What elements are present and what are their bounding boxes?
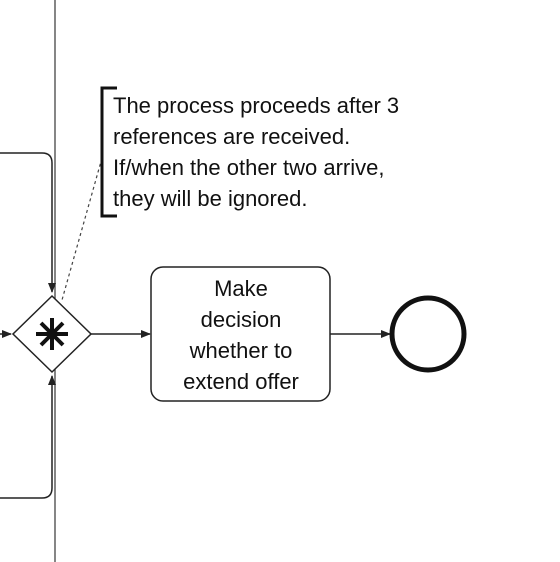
annotation-bracket xyxy=(100,86,117,218)
upper-source-task-edge xyxy=(0,152,56,293)
end-event-circle[interactable] xyxy=(389,295,467,373)
annotation-line: If/when the other two arrive, xyxy=(113,155,385,180)
task-label: Make decision whether to extend offer xyxy=(152,273,330,397)
annotation-line: The process proceeds after 3 xyxy=(113,93,400,118)
annotation-line: references are received. xyxy=(113,124,351,149)
task-label-line: Make xyxy=(214,276,268,301)
task-label-line: decision xyxy=(200,307,282,332)
annotation-association xyxy=(61,157,103,301)
text-annotation: The process proceeds after 3 references … xyxy=(113,90,493,214)
complex-gateway[interactable] xyxy=(11,294,93,374)
task-label-line: whether to xyxy=(189,338,293,363)
lower-source-task-edge xyxy=(0,375,56,499)
annotation-line: they will be ignored. xyxy=(113,186,308,211)
asterisk-icon xyxy=(36,318,68,350)
task-label-line: extend offer xyxy=(183,369,299,394)
